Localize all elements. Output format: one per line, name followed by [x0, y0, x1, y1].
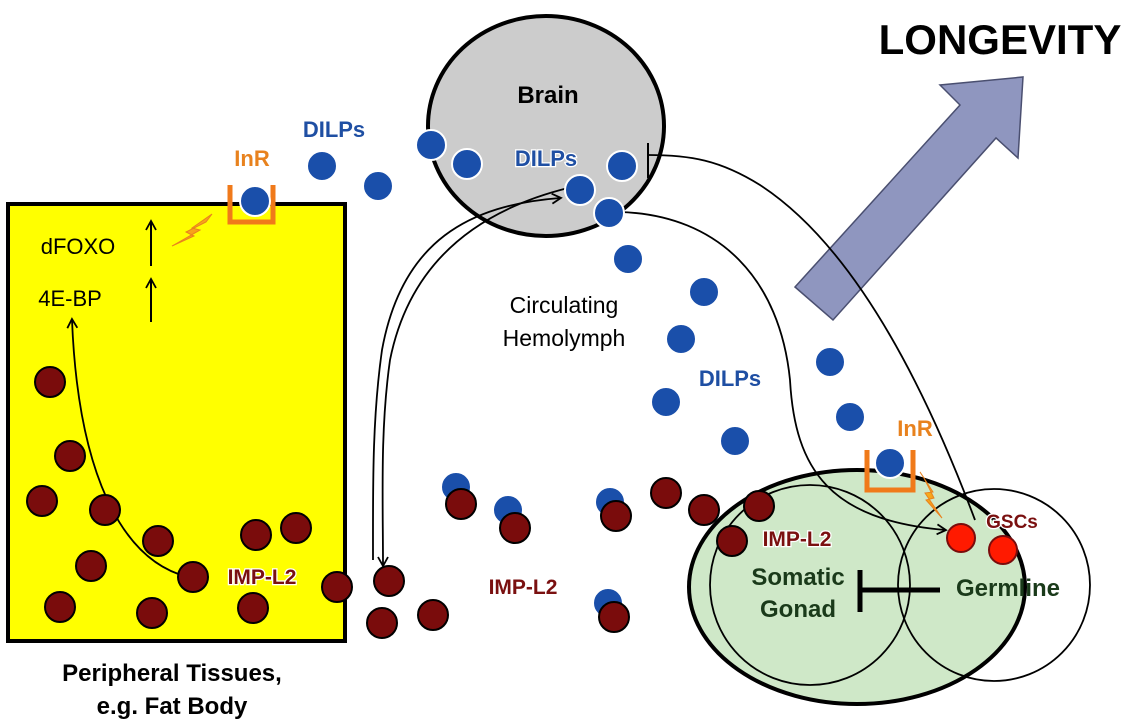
impl2-dot	[598, 601, 630, 633]
dilp-dot	[688, 276, 720, 308]
hemolymph-label: Hemolymph	[503, 325, 626, 351]
dilps-label-top: DILPs	[303, 117, 365, 142]
impl2-dot	[280, 512, 312, 544]
brain-circle	[426, 14, 666, 238]
impl2-dot	[499, 512, 531, 544]
brain-to-hemolymph-arrow	[377, 187, 569, 568]
germline-circle	[897, 488, 1091, 682]
impl2-dot	[743, 490, 775, 522]
somatic-gonad-circle	[709, 484, 911, 686]
dilp-dot	[665, 323, 697, 355]
dilp-dot	[239, 185, 271, 217]
dfoxo-label: dFOXO	[41, 234, 116, 259]
signal-bolt-gonad-icon	[919, 471, 943, 519]
germline-to-brain-inhibition-line	[647, 154, 976, 521]
impl2-dot	[650, 477, 682, 509]
dilp-dot	[834, 401, 866, 433]
impl2-dot	[688, 494, 720, 526]
brain-label: Brain	[517, 82, 578, 109]
impl2-dot	[321, 571, 353, 603]
hemolymph-to-brain-arrow	[372, 192, 563, 561]
impl2-molecules	[26, 366, 775, 639]
gsc-cells	[946, 523, 1018, 565]
dilp-dot	[362, 170, 394, 202]
impl2-label-gonad: IMP-L2	[763, 528, 832, 551]
dilp-dot	[451, 148, 483, 180]
impl2-dot	[142, 525, 174, 557]
dilp-dot	[306, 150, 338, 182]
impl2-dot	[34, 366, 66, 398]
inr-receptor-tissue	[227, 185, 276, 225]
peripheral-label-line2: e.g. Fat Body	[97, 693, 248, 720]
gonad-label: Gonad	[760, 596, 836, 623]
impl2-dot	[136, 597, 168, 629]
inr-label-gonad: InR	[897, 416, 933, 441]
dilp-dot	[606, 150, 638, 182]
impl2-label-tissue: IMP-L2	[228, 566, 297, 589]
dilp-dot	[874, 447, 906, 479]
longevity-title: LONGEVITY	[879, 16, 1122, 63]
impl2-dot	[26, 485, 58, 517]
inr-label-top: InR	[234, 146, 270, 171]
peripheral-tissue-box	[6, 202, 347, 643]
impl2-dot	[366, 607, 398, 639]
impl2-dot	[177, 561, 209, 593]
dilps-label-mid: DILPs	[699, 366, 761, 391]
impl2-dot	[373, 565, 405, 597]
impl2-dot	[600, 500, 632, 532]
gsc-dot	[946, 523, 976, 553]
signal-bolt-tissue-icon	[171, 213, 213, 247]
dilp-dot	[650, 386, 682, 418]
longevity-arrow	[793, 76, 1024, 322]
dilp-dot	[719, 425, 751, 457]
peripheral-label-line1: Peripheral Tissues,	[62, 660, 282, 687]
gsc-dot	[988, 535, 1018, 565]
impl2-dot	[417, 599, 449, 631]
impl2-dot	[44, 591, 76, 623]
dilp-dot	[814, 346, 846, 378]
dilps-to-gscs-arrow	[619, 211, 948, 536]
dilp-dot	[415, 129, 447, 161]
dilps-label-brain: DILPs	[515, 146, 577, 171]
impl2-dot	[240, 519, 272, 551]
impl2-dot	[54, 440, 86, 472]
impl2-dot	[89, 494, 121, 526]
germline-label: Germline	[956, 575, 1060, 602]
dilp-dot	[564, 174, 596, 206]
somatic-label: Somatic	[751, 564, 844, 591]
impl2-dot	[237, 592, 269, 624]
dilp-dot	[612, 243, 644, 275]
impl2-dot	[75, 550, 107, 582]
gscs-label: GSCs	[986, 512, 1038, 533]
inr-receptor-gonad	[864, 450, 916, 493]
circulating-label: Circulating	[510, 292, 619, 318]
4ebp-label: 4E-BP	[38, 286, 102, 311]
dilp-dot	[593, 197, 625, 229]
impl2-dot	[716, 525, 748, 557]
impl2-label-hemolymph: IMP-L2	[489, 576, 558, 599]
impl2-dot	[445, 488, 477, 520]
